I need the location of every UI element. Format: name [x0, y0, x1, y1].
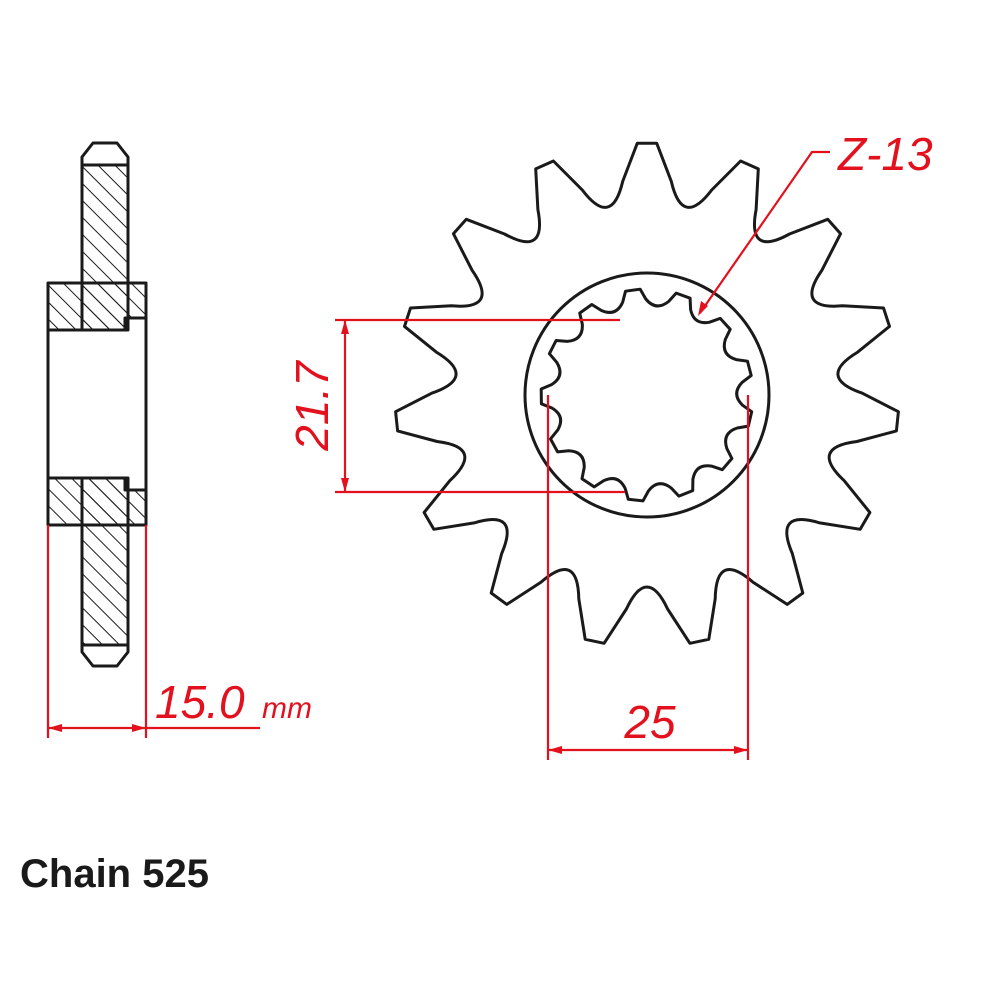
- chain-caption: Chain 525: [20, 852, 209, 896]
- hub-circle: [523, 271, 771, 519]
- side-hub-upper: [46, 281, 148, 332]
- spline-outline: [539, 287, 754, 503]
- outer-diameter-value: 25: [623, 696, 676, 748]
- sprocket-outline: [394, 141, 900, 645]
- spline-teeth-leader: Z-13: [698, 128, 933, 316]
- side-tooth-tip-bottom: [80, 645, 130, 668]
- width-value: 15.0: [155, 676, 245, 728]
- side-hub-lower: [46, 476, 148, 527]
- outer-diameter-dimension: 25: [546, 395, 750, 760]
- inner-diameter-value: 21.7: [286, 360, 338, 452]
- width-dimension: 15.0 mm: [46, 525, 312, 738]
- side-tooth-tip-top: [80, 141, 130, 165]
- width-unit: mm: [262, 692, 312, 725]
- front-view: [394, 141, 900, 645]
- inner-diameter-dimension: 21.7: [286, 318, 625, 494]
- side-bore: [46, 316, 148, 492]
- side-section-view: [46, 141, 148, 668]
- spline-teeth-label: Z-13: [837, 128, 933, 180]
